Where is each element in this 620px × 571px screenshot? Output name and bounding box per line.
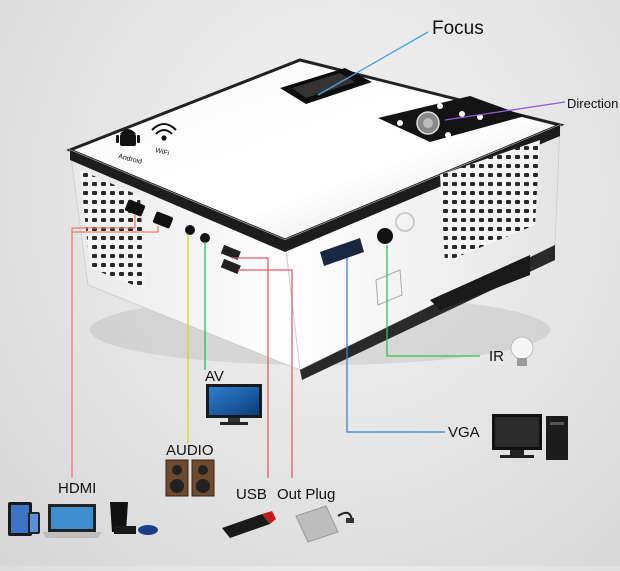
usb-line <box>232 257 269 478</box>
android-icon <box>116 129 140 146</box>
outplug-line <box>238 269 293 478</box>
hdmi-line <box>71 214 136 478</box>
focus-line <box>317 31 429 96</box>
led-4 <box>437 103 443 109</box>
hdmi-port-2 <box>153 211 173 229</box>
direction-line <box>444 101 566 121</box>
focus-label: Focus <box>432 18 484 39</box>
usb-port-1 <box>220 244 241 261</box>
speakers-icon <box>165 459 215 497</box>
audio-jack <box>185 225 195 235</box>
direction-label: Direction <box>567 96 619 111</box>
laptop-icon <box>42 504 102 538</box>
led-2 <box>459 111 465 117</box>
external-drive-icon <box>295 505 354 543</box>
power-button <box>395 212 415 232</box>
av-jack <box>200 233 210 243</box>
vga-line <box>346 258 445 433</box>
focus-wheel-ridge <box>292 73 355 98</box>
usb-drive-icon <box>222 511 276 538</box>
usb-port-2 <box>220 258 241 275</box>
av-label: AV <box>205 368 224 385</box>
ir-label: IR <box>489 348 504 365</box>
audio-label: AUDIO <box>166 442 214 459</box>
foot <box>430 255 530 310</box>
hdmi-port-1 <box>125 199 145 217</box>
game-console-icon <box>110 502 158 535</box>
hdmi-line-2 <box>72 226 159 233</box>
tv-icon <box>206 384 262 425</box>
hdmi-label: HDMI <box>58 480 97 497</box>
led-1 <box>397 120 403 126</box>
out-plug-label: Out Plug <box>277 486 336 503</box>
vga-port <box>320 238 364 266</box>
desktop-computer-icon <box>492 414 568 460</box>
front-vent <box>440 140 540 262</box>
led-5 <box>445 132 451 138</box>
front-label <box>375 269 403 306</box>
ir-receiver <box>377 228 393 244</box>
vga-label: VGA <box>448 424 480 441</box>
bulb-icon <box>510 336 534 366</box>
wifi-text: WiFi <box>155 147 171 157</box>
usb-label: USB <box>236 486 267 503</box>
ir-line <box>386 245 480 357</box>
tablet-phone-icon <box>8 502 40 536</box>
wifi-icon <box>151 123 177 141</box>
